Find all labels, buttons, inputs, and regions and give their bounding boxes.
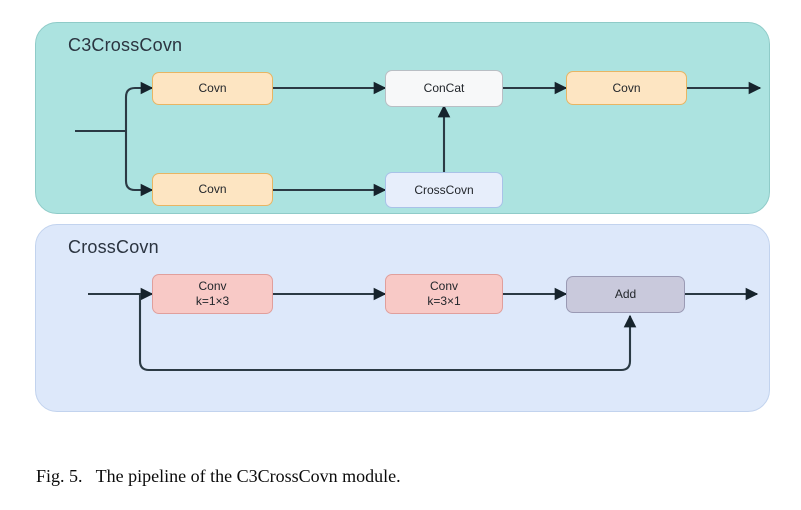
node-crosscovn-label: CrossCovn <box>414 182 474 197</box>
node-add-label: Add <box>614 287 637 301</box>
node-covn-top[interactable]: Covn <box>152 72 273 105</box>
panel-title-c3crosscovn: C3CrossCovn <box>68 35 183 55</box>
node-conv-1x3-label: Conv <box>198 279 227 293</box>
node-add[interactable]: Add <box>566 276 685 313</box>
node-covn-bottom[interactable]: Covn <box>152 173 273 206</box>
node-covn-bottom-label: Covn <box>198 182 227 196</box>
node-covn-out-label: Covn <box>612 80 641 95</box>
node-covn-out[interactable]: Covn <box>566 71 687 105</box>
node-conv-3x1-label: Conv <box>429 279 458 293</box>
panel-crosscovn: CrossCovn <box>35 224 770 412</box>
node-conv-3x1-kernel: k=3×1 <box>427 294 461 308</box>
node-conv-3x1[interactable]: Conv k=3×1 <box>385 274 503 314</box>
node-conv-1x3-kernel: k=1×3 <box>195 294 230 308</box>
node-concat-label: ConCat <box>423 81 465 95</box>
node-concat[interactable]: ConCat <box>385 70 503 107</box>
figure-caption: Fig. 5. The pipeline of the C3CrossCovn … <box>36 466 401 486</box>
node-covn-top-label: Covn <box>198 81 227 95</box>
node-conv-1x3[interactable]: Conv k=1×3 <box>152 274 273 314</box>
node-crosscovn[interactable]: CrossCovn <box>385 172 503 208</box>
panel-title-crosscovn: CrossCovn <box>68 237 159 257</box>
